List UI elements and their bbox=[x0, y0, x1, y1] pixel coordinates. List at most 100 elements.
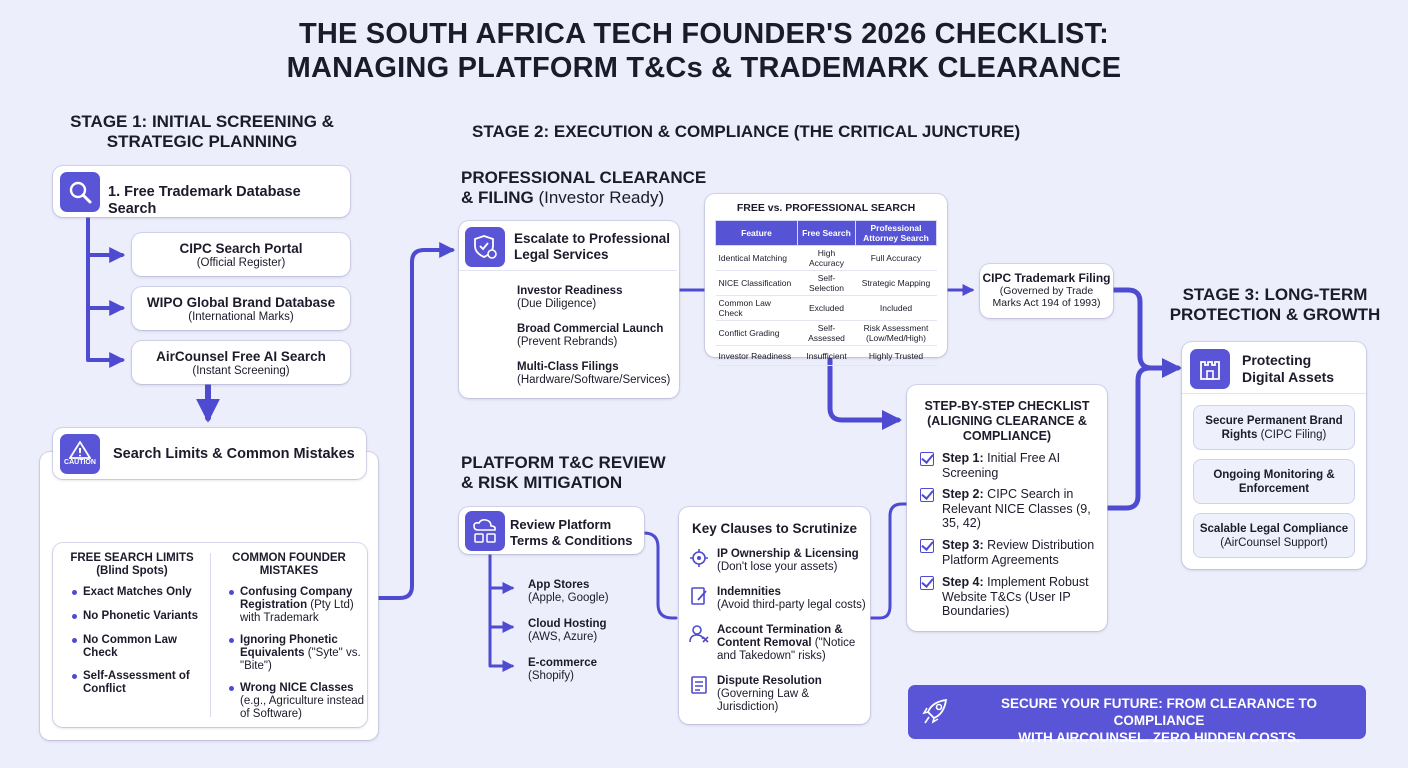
castle-icon bbox=[1190, 349, 1230, 389]
limits-label: Search Limits & Common Mistakes bbox=[113, 446, 355, 462]
comparison-table: Feature Free Search Professional Attorne… bbox=[715, 220, 937, 366]
source-title: CIPC Search Portal bbox=[179, 241, 303, 256]
pro-card-label: Escalate to Professional Legal Services bbox=[514, 231, 670, 263]
tc-item: E-commerce(Shopify) bbox=[528, 657, 648, 683]
mistakes-heading: COMMON FOUNDER MISTAKES bbox=[217, 552, 361, 578]
pro-item-title: Broad Commercial Launch bbox=[517, 323, 664, 335]
pro-card-header bbox=[459, 221, 677, 271]
tc-item-title: App Stores bbox=[528, 579, 590, 591]
cipc-filing-card[interactable]: CIPC Trademark Filing (Governed by Trade… bbox=[980, 264, 1113, 318]
step-text: Initial Free AI Screening bbox=[942, 451, 1061, 480]
stage1-heading: STAGE 1: INITIAL SCREENING & STRATEGIC P… bbox=[42, 112, 362, 152]
cta-text-line1: SECURE YOUR FUTURE: FROM CLEARANCE TO CO… bbox=[1000, 696, 1317, 728]
table-cell: Highly Trusted bbox=[855, 345, 937, 366]
clause-item: IP Ownership & Licensing(Don't lose your… bbox=[690, 548, 867, 574]
tc-item: Cloud Hosting(AWS, Azure) bbox=[528, 618, 648, 644]
step-text: Implement Robust Website T&Cs (User IP B… bbox=[942, 575, 1089, 618]
cipc-filing-title: CIPC Trademark Filing bbox=[982, 271, 1111, 285]
source-aircounsel[interactable]: AirCounsel Free AI Search (Instant Scree… bbox=[132, 341, 350, 384]
pro-item-title: Multi-Class Filings bbox=[517, 361, 619, 373]
source-wipo[interactable]: WIPO Global Brand Database (Internationa… bbox=[132, 287, 350, 330]
stage3-card-header bbox=[1182, 342, 1366, 394]
table-cell: Common Law Check bbox=[715, 295, 798, 321]
stage3-card-label-line2: Digital Assets bbox=[1242, 369, 1335, 385]
step-text: Review Distribution Platform Agreements bbox=[942, 538, 1095, 567]
table-cell: Insufficient bbox=[797, 345, 856, 366]
stage1-heading-line2: STRATEGIC PLANNING bbox=[106, 132, 298, 151]
source-sub: (Instant Screening) bbox=[192, 365, 290, 377]
checklist-step[interactable]: Step 4: Implement Robust Website T&Cs (U… bbox=[920, 575, 1097, 619]
document-pen-icon bbox=[691, 587, 707, 605]
mistake-item: Ignoring Phonetic Equivalents ("Syte" vs… bbox=[229, 634, 362, 673]
key-clauses-title: Key Clauses to Scrutinize bbox=[691, 521, 858, 536]
cloud-devices-icon bbox=[465, 511, 505, 551]
comparison-card: FREE vs. PROFESSIONAL SEARCH Feature Fre… bbox=[705, 194, 947, 366]
clause-title: Dispute Resolution bbox=[717, 675, 822, 687]
clause-desc: ("Notice and Takedown" risks) bbox=[717, 637, 856, 662]
stage3-heading: STAGE 3: LONG-TERM PROTECTION & GROWTH bbox=[1168, 285, 1382, 325]
clause-desc: (Don't lose your assets) bbox=[717, 561, 838, 573]
source-sub: (Official Register) bbox=[196, 257, 286, 269]
tc-item-sub: (AWS, Azure) bbox=[528, 631, 598, 643]
protection-item: Ongoing Monitoring & Enforcement bbox=[1194, 460, 1354, 503]
mistake-rest: (Pty Ltd) with Trademark bbox=[240, 599, 354, 624]
source-cipc[interactable]: CIPC Search Portal (Official Register) bbox=[132, 233, 350, 276]
user-remove-icon bbox=[689, 625, 709, 643]
stage3-heading-line2: PROTECTION & GROWTH bbox=[1169, 305, 1381, 324]
tc-item-sub: (Apple, Google) bbox=[528, 592, 609, 604]
tc-item-title: E-commerce bbox=[528, 657, 598, 669]
free-limits-heading-line1: FREE SEARCH LIMITS bbox=[70, 552, 194, 564]
header-cell: Free Search bbox=[797, 220, 856, 246]
pro-item-title: Investor Readiness bbox=[517, 285, 623, 297]
document-lines-icon bbox=[691, 676, 707, 694]
stage2-heading: STAGE 2: EXECUTION & COMPLIANCE (THE CRI… bbox=[472, 122, 1021, 141]
clause-desc: (Avoid third-party legal costs) bbox=[717, 599, 866, 611]
table-cell: Full Accuracy bbox=[855, 245, 937, 271]
stage3-card: Protecting Digital Assets Secure Permane… bbox=[1182, 342, 1366, 569]
cta-banner[interactable]: SECURE YOUR FUTURE: FROM CLEARANCE TO CO… bbox=[908, 685, 1366, 745]
header-cell: Professional Attorney Search bbox=[855, 220, 937, 246]
stage3-card-label-line1: Protecting bbox=[1242, 352, 1312, 368]
table-cell: Strategic Mapping bbox=[855, 270, 937, 296]
table-cell: Excluded bbox=[797, 295, 856, 321]
checklist-step[interactable]: Step 2: CIPC Search in Relevant NICE Cla… bbox=[920, 487, 1097, 531]
page-title-line2: MANAGING PLATFORM T&Cs & TRADEMARK CLEAR… bbox=[286, 52, 1122, 84]
pro-heading-light: (Investor Ready) bbox=[533, 188, 665, 207]
key-clauses-card: Key Clauses to Scrutinize IP Ownership &… bbox=[679, 507, 870, 724]
protection-item: Secure Permanent Brand Rights (CIPC Fili… bbox=[1194, 406, 1354, 449]
free-search-card[interactable]: 1. Free Trademark Database Search bbox=[53, 166, 350, 217]
pro-card[interactable]: Escalate to Professional Legal Services … bbox=[459, 221, 679, 398]
tc-card[interactable]: Review Platform Terms & Conditions bbox=[459, 507, 644, 554]
table-cell: Conflict Grading bbox=[715, 320, 798, 346]
step-label: Step 1: bbox=[942, 451, 984, 465]
pro-card-label-line1: Escalate to Professional bbox=[514, 231, 671, 246]
limits-card[interactable]: CAUTION Search Limits & Common Mistakes bbox=[53, 428, 366, 479]
mistake-bold: Wrong NICE Classes bbox=[240, 682, 354, 694]
caution-icon: CAUTION bbox=[60, 434, 100, 474]
checklist-step[interactable]: Step 3: Review Distribution Platform Agr… bbox=[920, 538, 1097, 567]
checklist-card: STEP-BY-STEP CHECKLIST (ALIGNING CLEARAN… bbox=[907, 385, 1107, 631]
clause-title: IP Ownership & Licensing bbox=[717, 548, 859, 560]
free-search-label: 1. Free Trademark Database Search bbox=[108, 184, 301, 217]
table-cell: Self-Assessed bbox=[797, 320, 856, 346]
limit-item: Self-Assessment of Conflict bbox=[72, 670, 193, 696]
checklist-title-line1: STEP-BY-STEP CHECKLIST bbox=[924, 399, 1090, 413]
tc-item-title: Cloud Hosting bbox=[528, 618, 607, 630]
free-limits-heading: FREE SEARCH LIMITS (Blind Spots) bbox=[57, 552, 207, 578]
mistake-rest: (e.g., Agriculture instead of Software) bbox=[240, 695, 365, 720]
tc-card-label-line1: Review Platform bbox=[510, 517, 612, 532]
checklist-step[interactable]: Step 1: Initial Free AI Screening bbox=[920, 451, 1097, 480]
cta-text-line2: WITH AIRCOUNSEL. ZERO HIDDEN COSTS. bbox=[1018, 730, 1300, 745]
header-cell: Feature bbox=[715, 220, 798, 246]
table-cell: Risk Assessment (Low/Med/High) bbox=[855, 320, 937, 346]
free-limits-heading-line2: (Blind Spots) bbox=[96, 565, 168, 577]
table-cell: Self-Selection bbox=[797, 270, 856, 296]
pro-card-label-line2: Legal Services bbox=[514, 247, 609, 262]
pro-item: Investor Readiness(Due Diligence) bbox=[517, 285, 677, 311]
table-cell: Included bbox=[855, 295, 937, 321]
mistakes-heading-line1: COMMON FOUNDER bbox=[232, 552, 346, 564]
source-title: WIPO Global Brand Database bbox=[146, 295, 336, 310]
checkbox-checked-icon bbox=[920, 539, 934, 553]
source-sub: (International Marks) bbox=[188, 311, 294, 323]
tc-heading-line2: & RISK MITIGATION bbox=[461, 473, 623, 492]
